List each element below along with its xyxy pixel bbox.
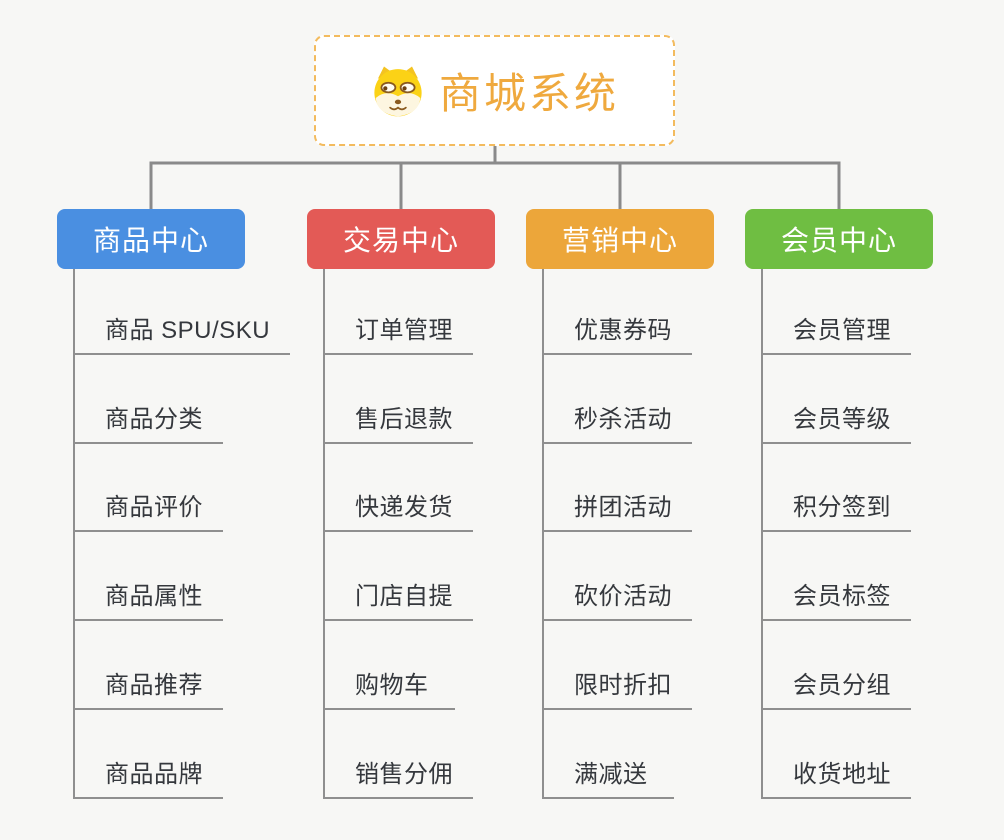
branch-header-trade[interactable]: 交易中心 (307, 209, 495, 269)
tree-node[interactable]: 限时折扣 (542, 621, 692, 710)
root-node[interactable]: 商城系统 (314, 35, 675, 146)
tree-node-label: 积分签到 (793, 494, 891, 522)
branch-items-member: 会员管理 会员等级 积分签到 会员标签 会员分组 收货地址 (761, 266, 911, 799)
tree-node-label: 商品评价 (105, 494, 203, 522)
tree-node[interactable]: 商品评价 (73, 444, 223, 533)
tree-node-label: 商品品牌 (105, 760, 203, 788)
tree-node[interactable]: 会员标签 (761, 532, 911, 622)
branch-header-member[interactable]: 会员中心 (745, 209, 933, 269)
tree-node[interactable]: 商品 SPU/SKU (73, 266, 291, 355)
tree-node[interactable]: 购物车 (323, 621, 455, 710)
tree-node-label: 拼团活动 (574, 494, 672, 522)
branch-header-marketing[interactable]: 营销中心 (526, 209, 714, 269)
tree-node[interactable]: 订单管理 (323, 266, 473, 355)
tree-node-label: 商品属性 (105, 583, 203, 611)
tree-node[interactable]: 会员等级 (761, 355, 911, 444)
tree-node[interactable]: 商品属性 (73, 532, 223, 622)
tree-node[interactable]: 积分签到 (761, 444, 911, 533)
tree-node-label: 快递发货 (355, 494, 453, 522)
tree-node[interactable]: 商品品牌 (73, 710, 223, 799)
tree-node[interactable]: 快递发货 (323, 444, 473, 533)
tree-node-label: 会员标签 (793, 583, 891, 611)
tree-node-label: 订单管理 (355, 316, 453, 344)
tree-node[interactable]: 门店自提 (323, 532, 473, 622)
tree-node-label: 秒杀活动 (574, 405, 672, 433)
tree-node-label: 商品推荐 (105, 671, 203, 699)
tree-node-label: 优惠券码 (574, 316, 672, 344)
tree-node[interactable]: 拼团活动 (542, 444, 692, 533)
tree-node[interactable]: 优惠券码 (542, 266, 692, 355)
tree-node-label: 门店自提 (355, 583, 453, 611)
tree-node[interactable]: 售后退款 (323, 355, 473, 444)
tree-node-label: 满减送 (574, 760, 648, 788)
tree-node[interactable]: 会员管理 (761, 266, 911, 355)
tree-node[interactable]: 满减送 (542, 710, 674, 799)
tree-node-label: 收货地址 (793, 760, 891, 788)
branch-items-trade: 订单管理 售后退款 快递发货 门店自提 购物车 销售分佣 (323, 266, 473, 799)
tree-node[interactable]: 商品推荐 (73, 621, 223, 710)
tree-node[interactable]: 销售分佣 (323, 710, 473, 799)
tree-node[interactable]: 商品分类 (73, 355, 223, 444)
tree-node-label: 砍价活动 (574, 583, 672, 611)
tree-node-label: 会员等级 (793, 405, 891, 433)
tree-node-label: 商品分类 (105, 405, 203, 433)
tree-node-label: 会员分组 (793, 671, 891, 699)
tree-node[interactable]: 砍价活动 (542, 532, 692, 622)
tree-node-label: 会员管理 (793, 316, 891, 344)
tree-node-label: 商品 SPU/SKU (105, 316, 271, 344)
branch-header-product[interactable]: 商品中心 (57, 209, 245, 269)
tree-node-label: 售后退款 (355, 405, 453, 433)
branch-items-product: 商品 SPU/SKU 商品分类 商品评价 商品属性 商品推荐 商品品牌 (73, 266, 291, 799)
tree-node[interactable]: 会员分组 (761, 621, 911, 710)
tree-node[interactable]: 收货地址 (761, 710, 911, 799)
tree-node[interactable]: 秒杀活动 (542, 355, 692, 444)
tree-node-label: 购物车 (355, 671, 429, 699)
branch-items-marketing: 优惠券码 秒杀活动 拼团活动 砍价活动 限时折扣 满减送 (542, 266, 692, 799)
tree-node-label: 销售分佣 (355, 760, 453, 788)
dog-face-icon (374, 66, 422, 116)
tree-node-label: 限时折扣 (574, 671, 672, 699)
root-title: 商城系统 (438, 70, 619, 117)
